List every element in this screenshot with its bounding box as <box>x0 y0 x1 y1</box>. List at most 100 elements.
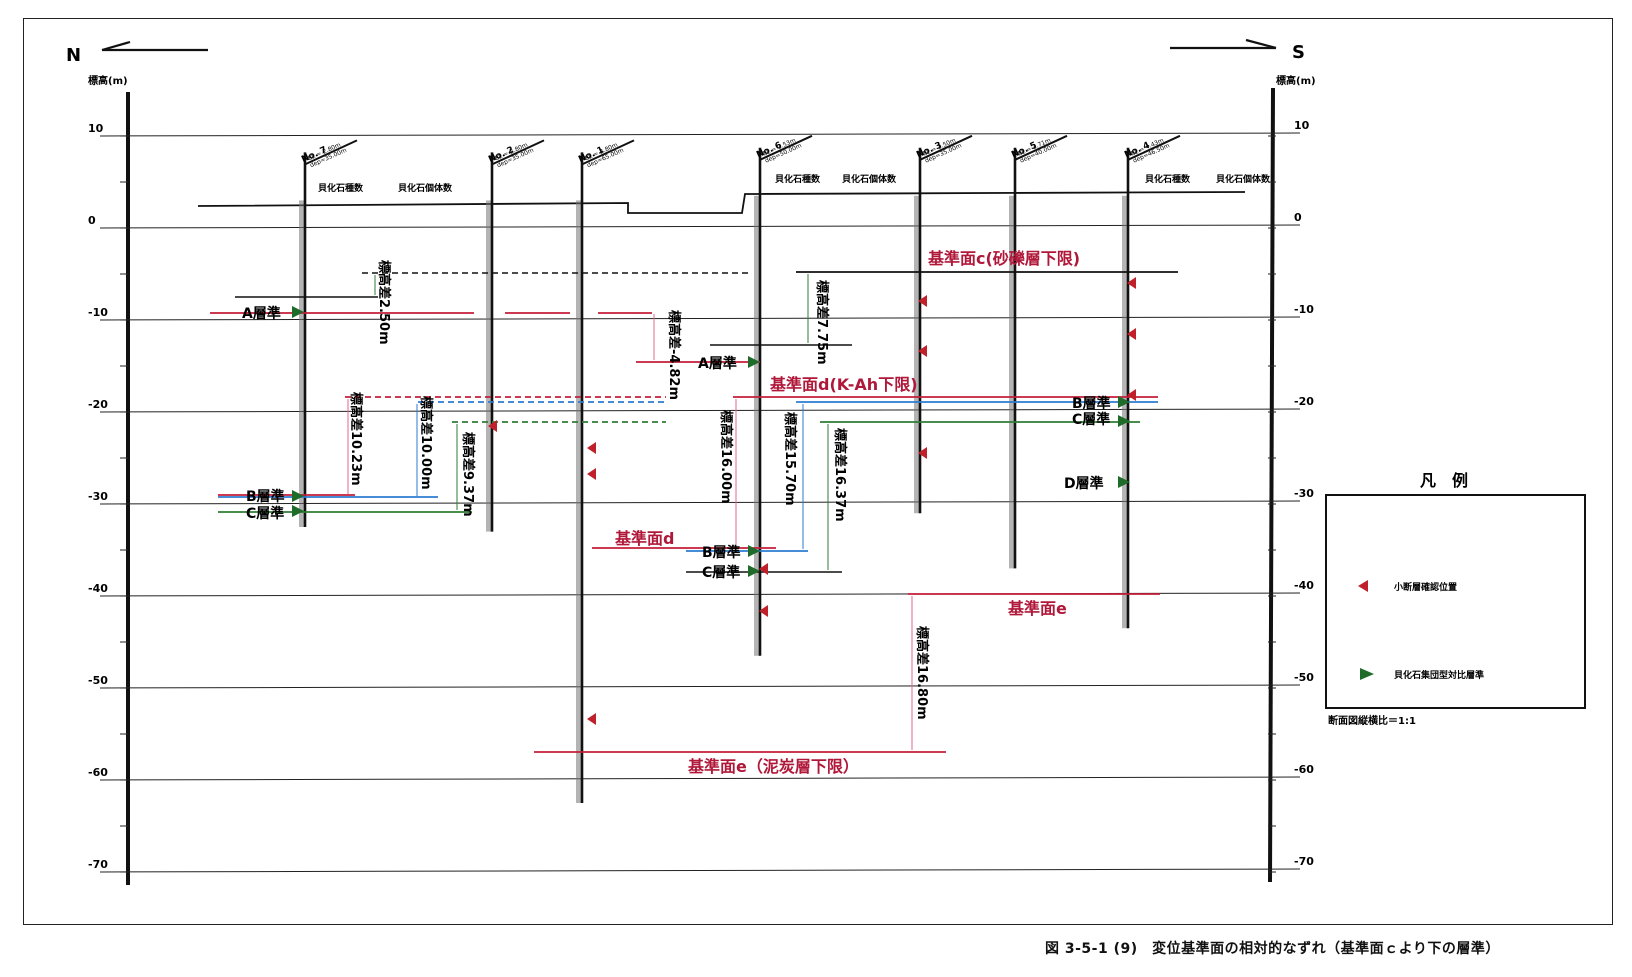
minor-ticks <box>120 135 1276 873</box>
datum-e-peat-label: 基準面e（泥炭層下限） <box>687 757 859 776</box>
legend: 凡 例 小断層確認位置 貝化石集団型対比層準 断面図縦横比＝1:1 <box>1325 471 1586 727</box>
legend-scale-note: 断面図縦横比＝1:1 <box>1328 714 1416 727</box>
borehole-log <box>486 200 492 532</box>
fault-marker-icon <box>587 442 596 454</box>
fault-marker-icon <box>1127 277 1136 289</box>
borehole-flag <box>581 139 635 166</box>
axis-title-right: 標高(m) <box>1276 74 1316 87</box>
figure-caption: 図 3-5-1 (9) 変位基準面の相対的なずれ（基準面ｃより下の層準） <box>1045 941 1500 957</box>
fault-markers <box>488 277 1136 725</box>
shell-marker-icon <box>748 545 760 557</box>
tick-label-left: -20 <box>88 398 108 411</box>
d-horizon-label-no4: D層準 <box>1064 475 1104 492</box>
elev-diff-10-23: 標高差10.23m <box>348 392 364 486</box>
gridline <box>99 132 1301 137</box>
legend-fault-icon <box>1358 580 1368 592</box>
tick-label-left: -10 <box>88 306 108 319</box>
borehole-log <box>1122 195 1128 629</box>
elev-diff-2-50: 標高差2.50m <box>376 260 392 345</box>
right-scale-bar <box>1268 87 1275 883</box>
legend-shell-icon <box>1360 668 1374 680</box>
south-arrow-icon <box>1170 38 1277 50</box>
gridline <box>99 224 1301 229</box>
borehole-log <box>576 200 582 803</box>
shell-marker-icon <box>292 306 304 318</box>
axis-title-left: 標高(m) <box>88 74 128 87</box>
fault-marker-icon <box>759 605 768 617</box>
borehole-flag <box>304 139 358 166</box>
shell-marker-icon <box>1118 476 1130 488</box>
fault-marker-icon <box>918 447 927 459</box>
b-horizon-label-no6: B層準 <box>702 544 741 561</box>
legend-title: 凡 例 <box>1420 471 1468 490</box>
gridline <box>99 868 1301 873</box>
fault-marker-icon <box>918 345 927 357</box>
tick-label-right: -30 <box>1294 487 1314 500</box>
elev-diff-16-37: 標高差16.37m <box>832 428 848 522</box>
tick-label-left: -60 <box>88 766 108 779</box>
fault-marker-icon <box>587 468 596 480</box>
elevation-difference-labels: 標高差2.50m 標高差-4.82m 標高差7.75m 標高差10.23m 標高… <box>348 260 930 720</box>
tick-label-left: 0 <box>88 214 96 227</box>
borehole-flag <box>491 139 545 166</box>
correlation-lines <box>210 271 1178 753</box>
elev-diff-9-37: 標高差9.37m <box>460 432 476 517</box>
header-individuals-no6: 貝化石個体数 <box>842 173 897 185</box>
shell-marker-icon <box>292 490 304 502</box>
borehole-log <box>754 195 760 656</box>
b-horizon-label-no4: B層準 <box>1072 395 1111 412</box>
gridline <box>99 408 1301 413</box>
b-horizon-label-no7: B層準 <box>246 488 285 505</box>
elev-diff-16-80: 標高差16.80m <box>914 626 930 720</box>
tick-label-right: -60 <box>1294 763 1314 776</box>
a-horizon-label-no6: A層準 <box>698 355 737 372</box>
tick-label-left: 10 <box>88 122 104 135</box>
borehole-log <box>914 195 920 514</box>
borehole-flag <box>759 134 813 161</box>
header-individuals-no7: 貝化石個体数 <box>398 182 453 194</box>
tick-label-right: -20 <box>1294 395 1314 408</box>
elev-diff-4-82: 標高差-4.82m <box>666 310 682 400</box>
tick-label-left: -70 <box>88 858 108 871</box>
tick-label-left: -30 <box>88 490 108 503</box>
header-individuals-no4: 貝化石個体数 <box>1216 173 1271 185</box>
legend-shell-label: 貝化石集団型対比層準 <box>1394 669 1484 681</box>
fault-marker-icon <box>587 713 596 725</box>
tick-label-right: -10 <box>1294 303 1314 316</box>
shell-marker-icon <box>1118 396 1130 408</box>
c-horizon-label-no4: C層準 <box>1072 411 1110 428</box>
tick-label-right: -50 <box>1294 671 1314 684</box>
a-horizon-label-no7: A層準 <box>242 305 281 322</box>
tick-label-right: -40 <box>1294 579 1314 592</box>
tick-label-left: -50 <box>88 674 108 687</box>
datum-c-label: 基準面c(砂礫層下限) <box>927 249 1080 268</box>
fault-marker-icon <box>488 420 497 432</box>
borehole-log <box>1009 195 1015 569</box>
borehole-flag <box>1014 134 1068 161</box>
fault-marker-icon <box>1127 389 1136 401</box>
shell-marker-icon <box>748 356 760 368</box>
fault-marker-icon <box>759 563 768 575</box>
tick-label-right: -70 <box>1294 855 1314 868</box>
shell-horizon-markers <box>292 306 1130 577</box>
fault-marker-icon <box>918 295 927 307</box>
north-arrow-icon <box>101 40 208 52</box>
datum-e-label: 基準面e <box>1007 599 1067 618</box>
fault-marker-icon <box>1127 328 1136 340</box>
shell-marker-icon <box>292 505 304 517</box>
south-label: S <box>1292 42 1305 63</box>
north-label: N <box>66 45 81 66</box>
borehole-flag <box>919 134 973 161</box>
elev-diff-15-70: 標高差15.70m <box>782 412 798 506</box>
gridline <box>99 684 1301 689</box>
elev-diff-7-75: 標高差7.75m <box>814 280 830 365</box>
c-horizon-label-no7: C層準 <box>246 505 284 522</box>
datum-d-kah-label: 基準面d(K-Ah下限) <box>769 375 918 394</box>
shell-marker-icon <box>748 565 760 577</box>
shell-marker-icon <box>1118 415 1130 427</box>
